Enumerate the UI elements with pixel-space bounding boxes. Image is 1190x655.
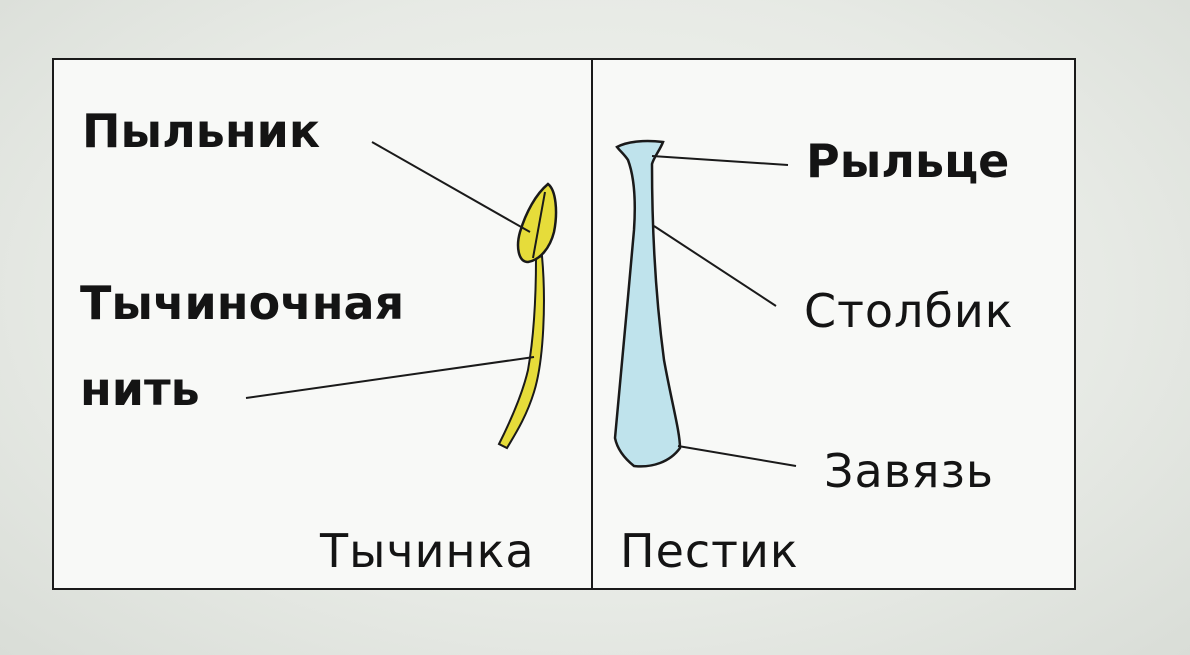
- filament-label-line1: Тычиночная: [80, 276, 405, 330]
- style-label: Столбик: [804, 284, 1014, 338]
- anther-leader-line: [371, 141, 531, 233]
- pistil-caption: Пестик: [620, 524, 799, 578]
- panel-divider: [591, 60, 593, 588]
- stamen-filament-shape: [497, 254, 545, 450]
- pistil-shape: [613, 139, 682, 468]
- diagram-frame: [52, 58, 1076, 590]
- stamen-anther-shape: [516, 182, 558, 264]
- stigma-label: Рыльце: [806, 134, 1010, 188]
- ovary-leader-line: [677, 445, 797, 467]
- stamen-anther-groove: [532, 191, 546, 259]
- anther-label: Пыльник: [82, 104, 321, 158]
- stigma-leader-line: [651, 155, 789, 166]
- filament-leader-line: [245, 356, 535, 399]
- ovary-label: Завязь: [824, 444, 995, 498]
- filament-label-line2: нить: [80, 362, 200, 416]
- style-leader-line: [653, 225, 777, 307]
- stamen-caption: Тычинка: [320, 524, 535, 578]
